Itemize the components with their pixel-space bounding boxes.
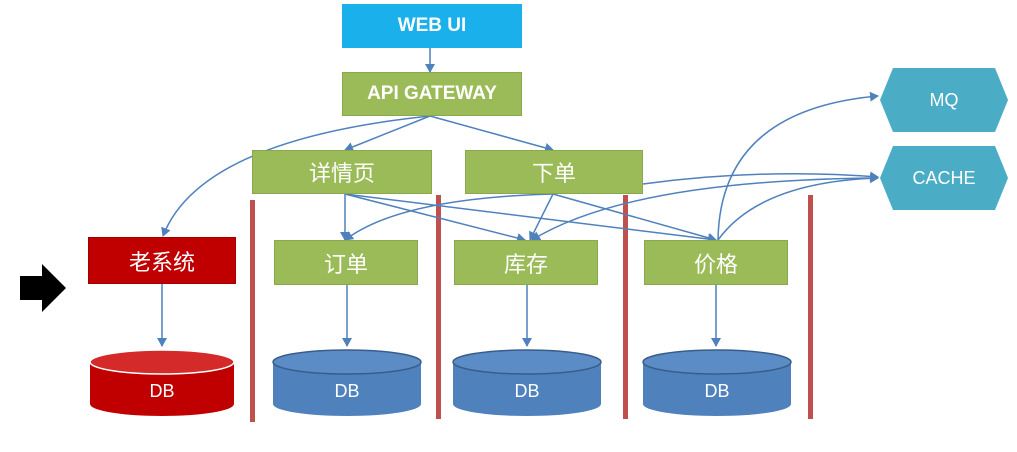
price-box: 价格	[644, 240, 788, 285]
arrow-placeorder-order	[344, 193, 554, 241]
cache-hexagon	[880, 146, 1008, 210]
price-db-label: DB	[704, 381, 730, 401]
mq-hexagon	[880, 68, 1008, 132]
arrow-placeorder-price	[552, 193, 717, 243]
price-db-cylinder	[642, 349, 792, 416]
cache-label: CACHE	[912, 168, 976, 188]
arrow-price-mq	[717, 91, 879, 241]
arrow-placeorder-cache	[642, 171, 879, 185]
connectors	[157, 48, 879, 347]
detail-page-box: 详情页	[252, 150, 432, 194]
order-db-label: DB	[334, 381, 360, 401]
arrow-detail-price	[344, 193, 717, 244]
inventory-box: 库存	[454, 240, 598, 285]
right-arrow-icon	[20, 264, 66, 312]
divider-1	[250, 200, 255, 422]
place-order-box: 下单	[465, 150, 643, 194]
divider-3	[623, 195, 628, 419]
arrow-price-cache	[717, 173, 879, 241]
legacy-system-box: 老系统	[88, 237, 236, 284]
arrow-cache-inventory	[531, 177, 879, 241]
legacy-db-cylinder	[89, 349, 235, 416]
mq-label: MQ	[929, 90, 959, 110]
order-box: 订单	[274, 240, 418, 285]
web-ui-box: WEB UI	[342, 4, 522, 48]
inventory-db-cylinder	[452, 349, 602, 416]
inventory-db-label: DB	[514, 381, 540, 401]
order-db-cylinder	[272, 349, 422, 416]
api-gateway-box: API GATEWAY	[342, 72, 522, 116]
legacy-db-label: DB	[149, 381, 175, 401]
divider-2	[436, 195, 441, 419]
divider-4	[808, 195, 813, 419]
arrow-gateway-detail	[344, 115, 431, 152]
arrow-detail-inventory	[344, 193, 526, 243]
arrow-gateway-legacy	[161, 115, 431, 237]
arrow-gateway-order	[429, 115, 554, 153]
